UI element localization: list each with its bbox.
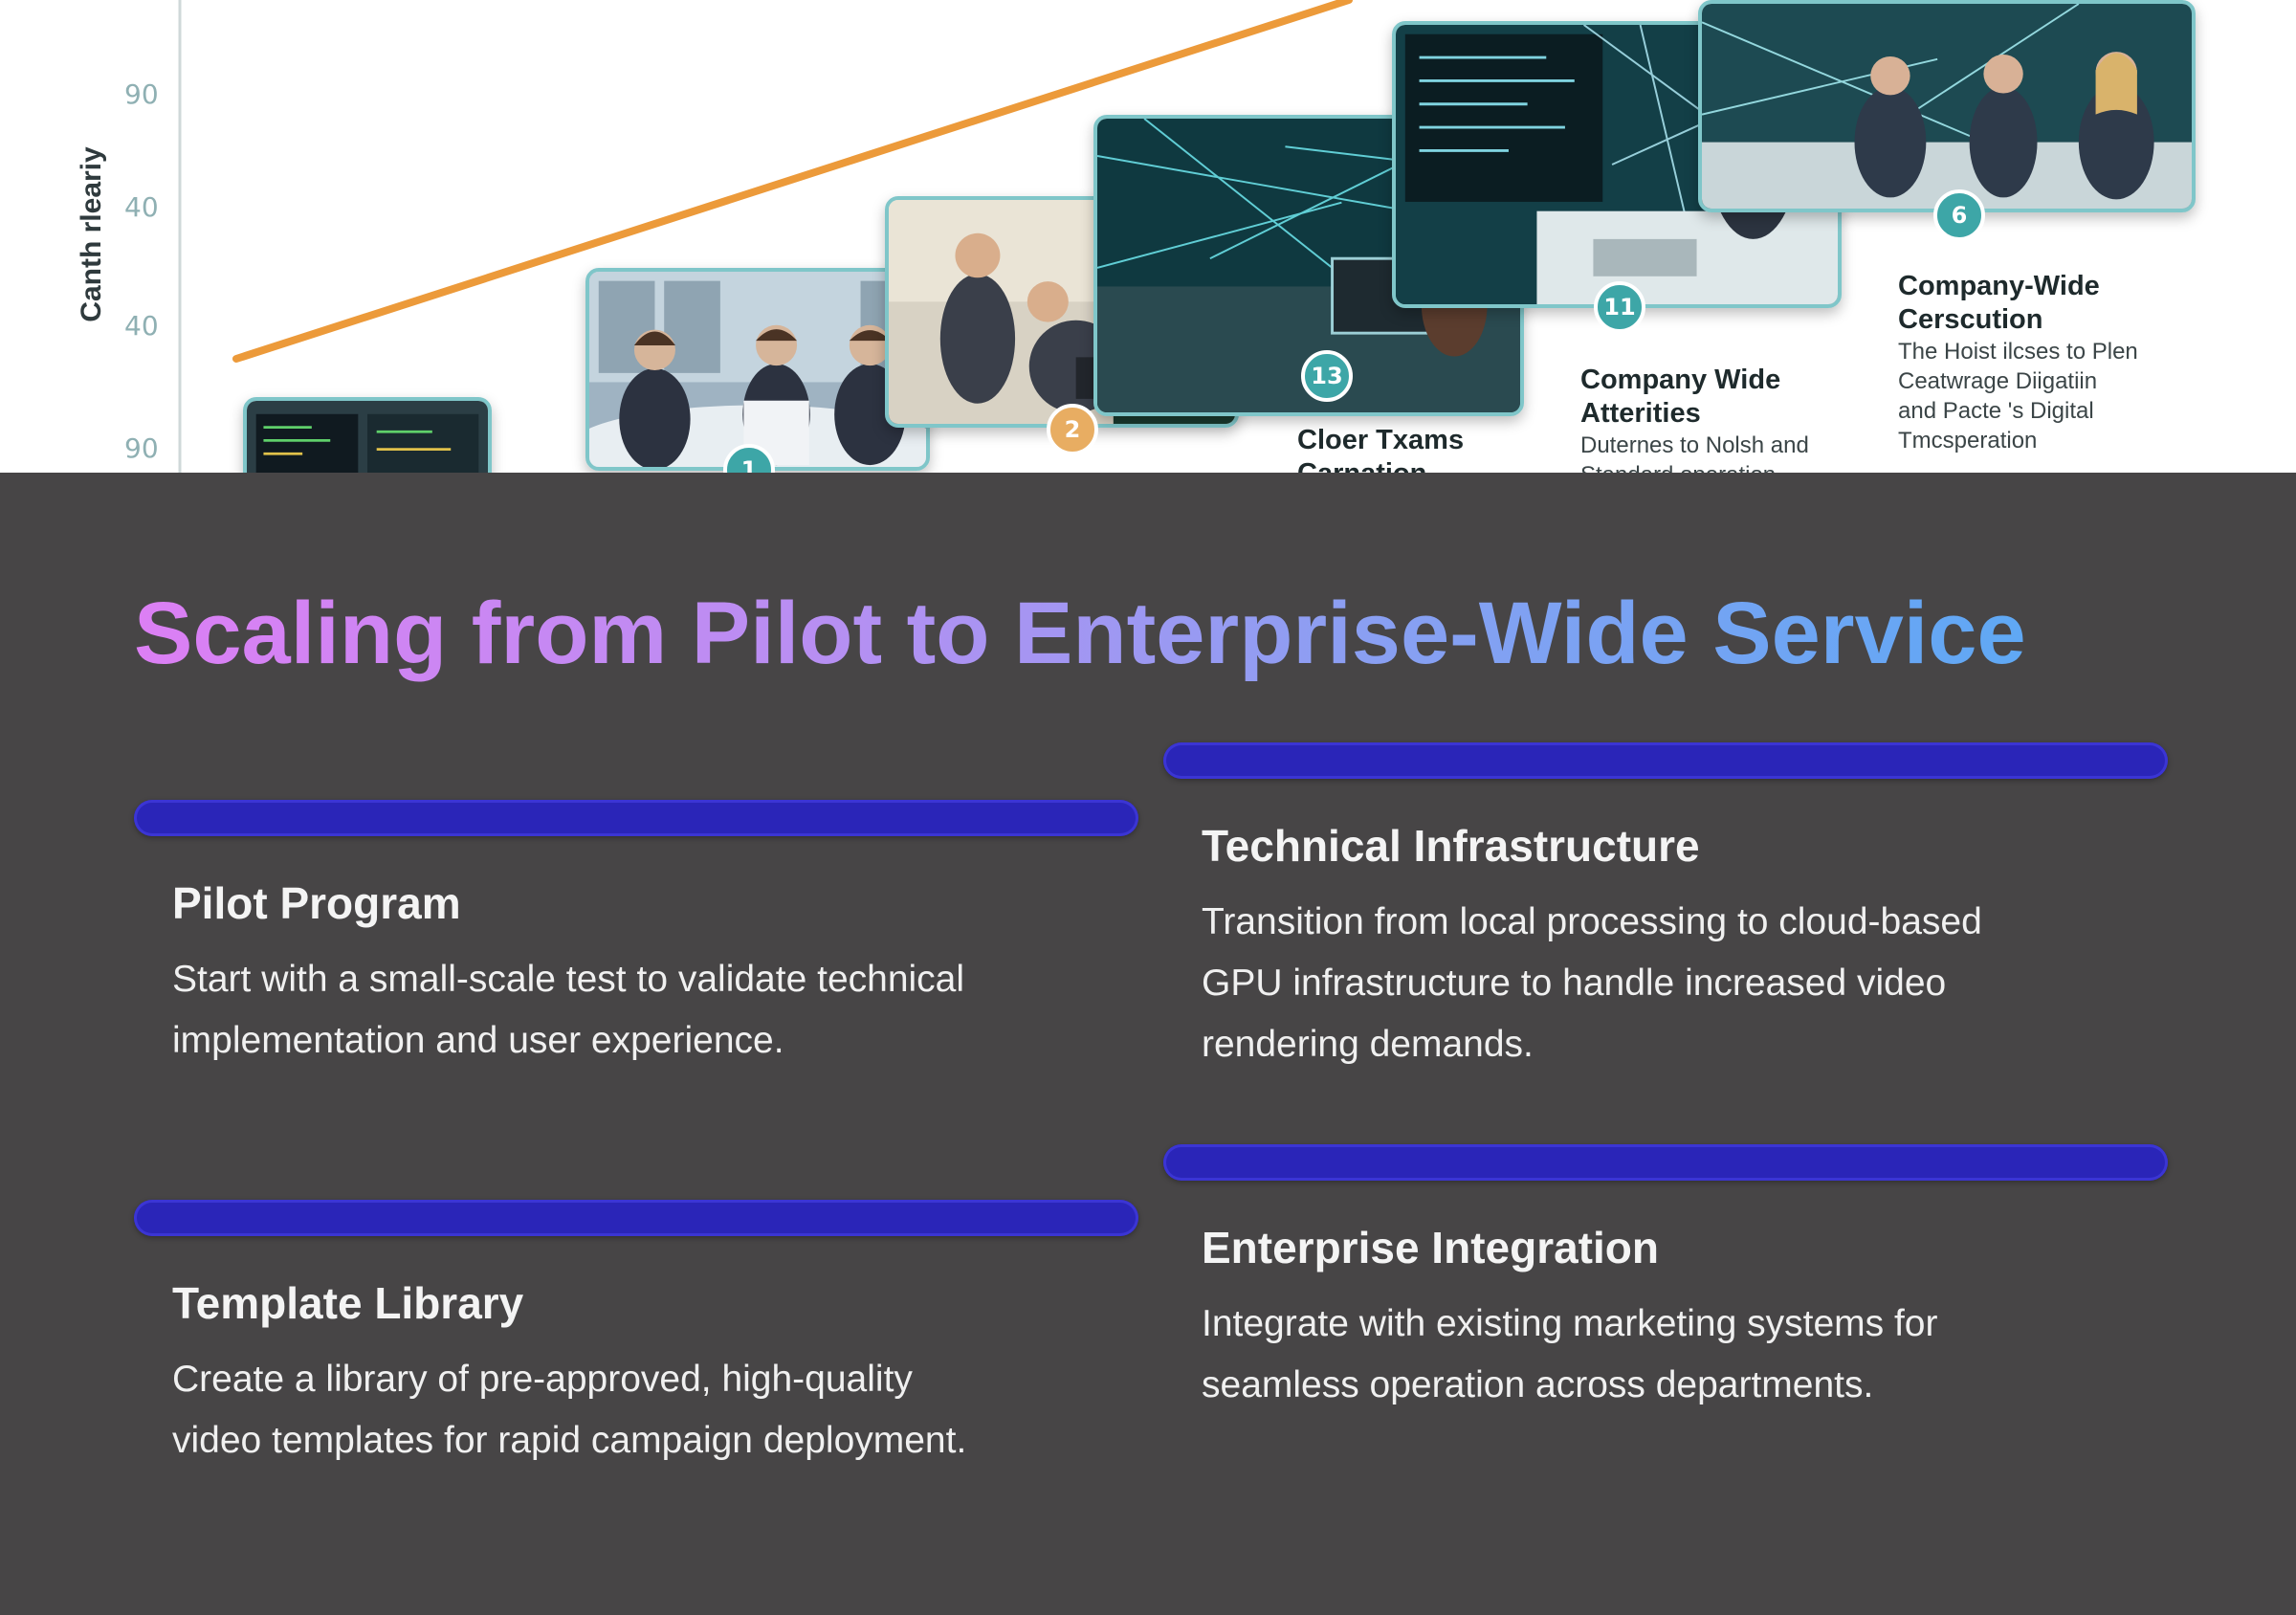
y-tick: 90 [124,432,159,464]
card-accent-bar [134,800,1138,836]
screens-photo [243,397,492,473]
pilot-meeting-photo [585,268,930,471]
caption-body: Duternes to Nolsh and Standard operation [1580,432,1809,473]
hero-illustration: Canth rleariy 90 40 40 90 [0,0,2296,473]
y-tick: 40 [124,191,159,223]
chart-background [178,0,1353,473]
trend-line [232,0,1353,363]
step-badge: 2 [1047,404,1098,455]
card-title: Technical Infrastructure [1202,821,1700,871]
y-tick: 40 [124,310,159,342]
page-title: Scaling from Pilot to Enterprise-Wide Se… [134,576,2026,691]
card-title: Pilot Program [172,878,461,928]
step-badge: 13 [1301,350,1353,402]
card-description: Transition from local processing to clou… [1202,901,1982,1065]
card-enterprise-integration: Enterprise Integration Integrate with ex… [1163,1144,2168,1416]
caption-body: The Hoist ilcses to Plen Ceatwrage Diiga… [1898,339,2138,454]
card-description: Start with a small-scale test to validat… [172,959,965,1061]
card-pilot-program: Pilot Program Start with a small-scale t… [134,800,1138,1072]
caption-closer-teams: Cloer Txams Carnation [1297,424,1464,473]
caption-title: Company Wide Atterities [1580,365,1781,429]
caption-title: Cloer Txams Carnation [1297,425,1465,473]
card-title: Enterprise Integration [1202,1223,1659,1272]
card-technical-infrastructure: Technical Infrastructure Transition from… [1163,742,2168,1075]
card-description: Create a library of pre-approved, high-q… [172,1359,967,1461]
card-template-library: Template Library Create a library of pre… [134,1200,1138,1471]
caption-company-wide-activities: Company Wide Atterities Duternes to Nols… [1580,364,1809,473]
step-badge: 11 [1594,281,1645,333]
card-accent-bar [134,1200,1138,1236]
y-tick: 90 [124,78,159,110]
enterprise-team-photo [1698,0,2196,212]
step-badge: 6 [1933,189,1985,241]
card-accent-bar [1163,1144,2168,1181]
caption-title: Company-Wide Cerscution [1898,271,2100,335]
card-accent-bar [1163,742,2168,779]
card-description: Integrate with existing marketing system… [1202,1303,1938,1405]
card-title: Template Library [172,1278,524,1328]
caption-company-wide-execution: Company-Wide Cerscution The Hoist ilcses… [1898,270,2138,455]
